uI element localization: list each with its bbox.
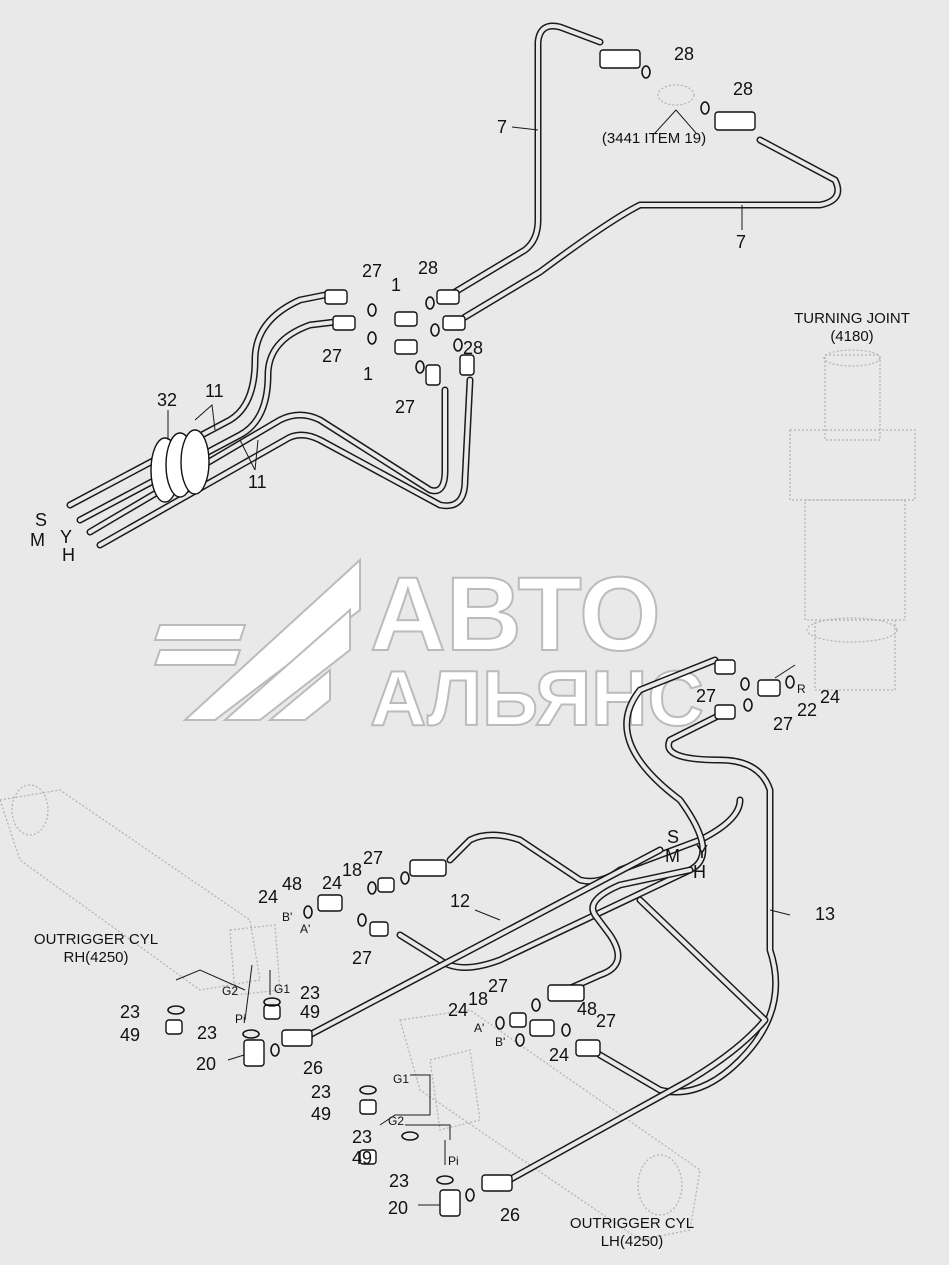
callout-12: 12 bbox=[450, 891, 470, 911]
callout-49: 49 bbox=[352, 1148, 372, 1168]
callout-27: 27 bbox=[395, 397, 415, 417]
port-G1-lh: G1 bbox=[393, 1072, 409, 1086]
port-B-rh: B' bbox=[282, 910, 292, 924]
port-H-lower: H bbox=[693, 862, 706, 882]
port-R: R bbox=[797, 682, 806, 696]
port-H-upper: H bbox=[62, 545, 75, 565]
callout-27: 27 bbox=[363, 848, 383, 868]
callout-28: 28 bbox=[674, 44, 694, 64]
reference-note: (3441 ITEM 19) bbox=[602, 130, 706, 147]
callout-48: 48 bbox=[577, 999, 597, 1019]
callout-24: 24 bbox=[448, 1000, 468, 1020]
part-callouts: 28 28 7 7 27 28 1 27 28 1 27 32 11 11 27… bbox=[120, 44, 840, 1225]
callout-27: 27 bbox=[362, 261, 382, 281]
port-S-lower: S bbox=[667, 827, 679, 847]
port-G2-rh: G2 bbox=[222, 984, 238, 998]
callout-23: 23 bbox=[300, 983, 320, 1003]
outrigger-lh-title: OUTRIGGER CYL bbox=[570, 1215, 694, 1232]
callout-27: 27 bbox=[488, 976, 508, 996]
callout-20: 20 bbox=[388, 1198, 408, 1218]
port-Y-lower: Y bbox=[696, 842, 708, 862]
port-Pi-rh: Pi bbox=[235, 1012, 246, 1026]
hose-7-lower bbox=[461, 136, 842, 321]
callout-49: 49 bbox=[120, 1025, 140, 1045]
callout-20: 20 bbox=[196, 1054, 216, 1074]
component-labels: TURNING JOINT (4180) OUTRIGGER CYL RH(42… bbox=[34, 130, 910, 1250]
port-A-lh: A' bbox=[474, 1021, 484, 1035]
hose-12 bbox=[296, 656, 744, 1044]
outrigger-rh-title: OUTRIGGER CYL bbox=[34, 931, 158, 948]
port-M-upper: M bbox=[30, 530, 45, 550]
port-G2-lh: G2 bbox=[388, 1114, 404, 1128]
callout-11: 11 bbox=[248, 472, 267, 492]
callout-23: 23 bbox=[352, 1127, 372, 1147]
callout-32: 32 bbox=[157, 390, 177, 410]
callout-23: 23 bbox=[120, 1002, 140, 1022]
fittings-turning-joint bbox=[714, 659, 795, 720]
port-labels: S M Y H S M Y H R B' A' G2 G1 Pi A' B' G… bbox=[30, 510, 806, 1168]
callout-28: 28 bbox=[733, 79, 753, 99]
callout-13: 13 bbox=[815, 904, 835, 924]
leader-lines bbox=[167, 109, 796, 1206]
hose-bundle-11 bbox=[66, 291, 474, 549]
callout-26: 26 bbox=[500, 1205, 520, 1225]
turning-joint-title: TURNING JOINT bbox=[794, 310, 910, 327]
callout-24: 24 bbox=[820, 687, 840, 707]
fittings-lh bbox=[359, 984, 601, 1217]
watermark-logo: АВТО АЛЬЯНС bbox=[153, 555, 705, 743]
callout-27: 27 bbox=[596, 1011, 616, 1031]
outrigger-rh-ref: RH(4250) bbox=[63, 949, 128, 966]
callout-24: 24 bbox=[549, 1045, 569, 1065]
clamp-32 bbox=[150, 429, 210, 503]
port-A-rh: A' bbox=[300, 922, 310, 936]
port-M-lower: M bbox=[665, 846, 680, 866]
callout-24: 24 bbox=[258, 887, 278, 907]
turning-joint-drawing bbox=[789, 349, 916, 691]
watermark-line1: АВТО bbox=[370, 556, 661, 673]
callout-27: 27 bbox=[322, 346, 342, 366]
callout-48: 48 bbox=[282, 874, 302, 894]
callout-23: 23 bbox=[197, 1023, 217, 1043]
callout-23: 23 bbox=[311, 1082, 331, 1102]
callout-28: 28 bbox=[418, 258, 438, 278]
hose-13 bbox=[496, 711, 780, 1189]
outrigger-rh-drawing bbox=[0, 784, 281, 996]
callout-26: 26 bbox=[303, 1058, 323, 1078]
port-Pi-lh: Pi bbox=[448, 1154, 459, 1168]
port-G1-rh: G1 bbox=[274, 982, 290, 996]
callout-1: 1 bbox=[391, 275, 401, 295]
callout-27: 27 bbox=[352, 948, 372, 968]
port-Y-upper: Y bbox=[60, 527, 72, 547]
port-S-upper: S bbox=[35, 510, 47, 530]
fittings-upper bbox=[324, 49, 756, 386]
watermark-line2: АЛЬЯНС bbox=[370, 654, 704, 742]
callout-49: 49 bbox=[311, 1104, 331, 1124]
callout-18: 18 bbox=[468, 989, 488, 1009]
callout-23: 23 bbox=[389, 1171, 409, 1191]
callout-24: 24 bbox=[322, 873, 342, 893]
callout-7: 7 bbox=[497, 117, 507, 137]
hose-7-upper bbox=[451, 22, 604, 296]
fittings-rh bbox=[165, 859, 447, 1067]
outrigger-lh-drawing bbox=[399, 1009, 701, 1241]
port-B-lh: B' bbox=[495, 1035, 505, 1049]
callout-28: 28 bbox=[463, 338, 483, 358]
callout-7: 7 bbox=[736, 232, 746, 252]
outrigger-lh-ref: LH(4250) bbox=[601, 1233, 664, 1250]
callout-22: 22 bbox=[797, 700, 817, 720]
turning-joint-ref: (4180) bbox=[830, 328, 873, 345]
callout-11: 11 bbox=[205, 381, 224, 401]
callout-27: 27 bbox=[696, 686, 716, 706]
callout-1: 1 bbox=[363, 364, 373, 384]
callout-18: 18 bbox=[342, 860, 362, 880]
callout-49: 49 bbox=[300, 1002, 320, 1022]
callout-27: 27 bbox=[773, 714, 793, 734]
